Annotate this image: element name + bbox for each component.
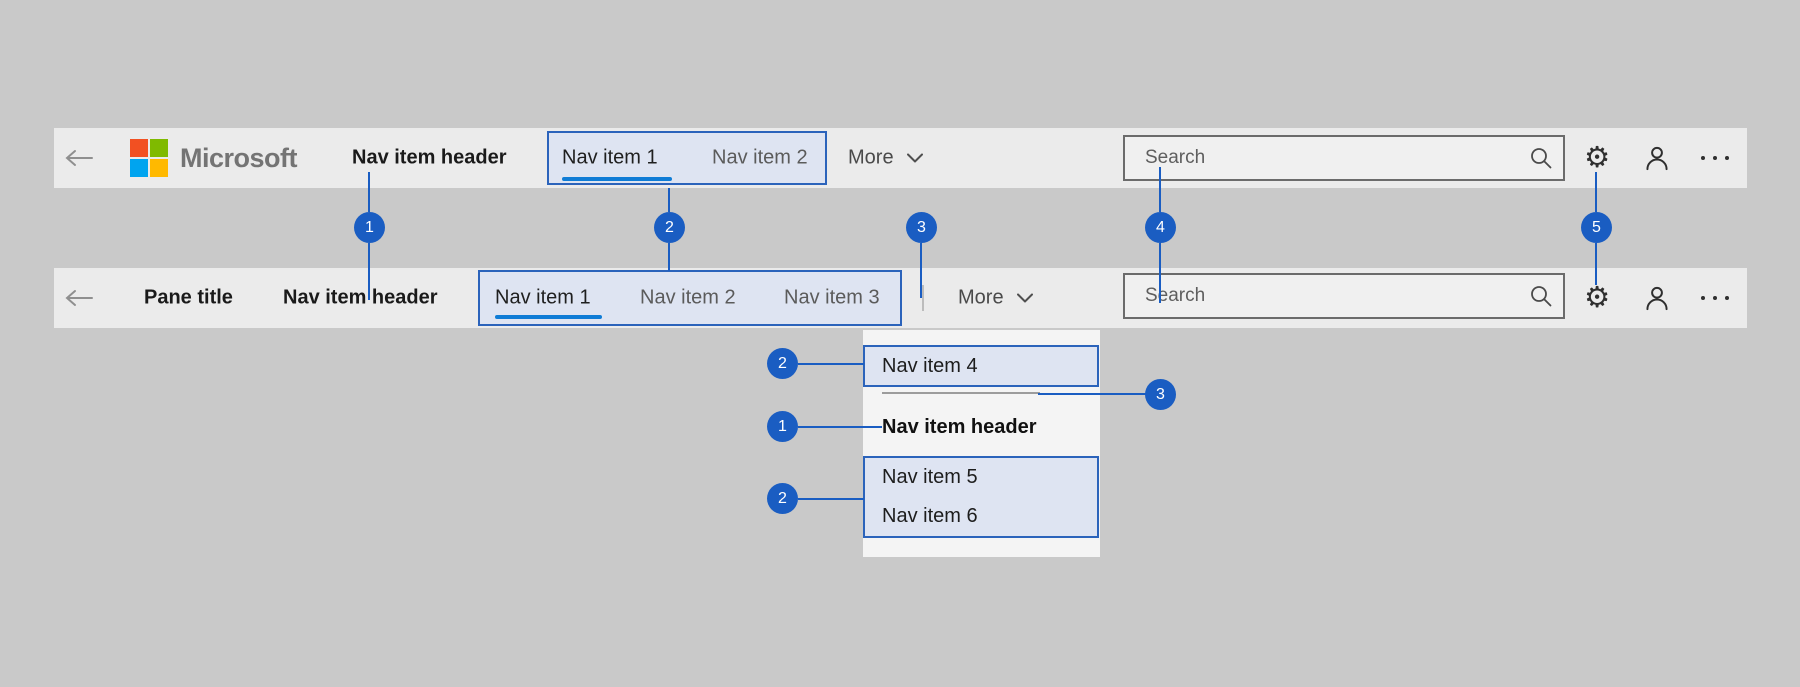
pane-more-menu[interactable]: More	[958, 287, 1033, 310]
dropdown-item-label: Nav item 5	[882, 466, 978, 488]
callout-line-2a	[798, 363, 864, 365]
pane-search-input[interactable]	[1125, 275, 1563, 317]
dropdown-item-label: Nav item 6	[882, 505, 978, 527]
pane-title: Pane title	[144, 286, 233, 309]
search-icon[interactable]	[1529, 284, 1553, 308]
callout-line-2b	[798, 498, 864, 500]
account-button[interactable]	[1641, 141, 1673, 175]
callout-badge-4: 4	[1145, 212, 1176, 243]
callout-line-2-up	[668, 188, 670, 212]
selected-indicator	[495, 315, 602, 319]
dropdown-nav-items-group: Nav item 5 Nav item 6	[863, 456, 1099, 538]
overflow-button[interactable]	[1699, 141, 1731, 175]
pane-nav-item-1[interactable]: Nav item 1	[495, 286, 591, 309]
pane-nav-item-3[interactable]: Nav item 3	[784, 286, 880, 309]
microsoft-logo[interactable]: Microsoft	[130, 139, 298, 177]
ellipsis-icon	[1701, 296, 1729, 300]
callout-line-1-down	[368, 243, 370, 300]
top-command-bar: Microsoft Nav item header Nav item 1 Nav…	[54, 128, 1747, 188]
callout-badge-5: 5	[1581, 212, 1612, 243]
callout-badge-2a: 2	[767, 348, 798, 379]
callout-line-4-down	[1159, 243, 1161, 303]
callout-badge-3b: 3	[1145, 379, 1176, 410]
pane-nav-item-header: Nav item header	[283, 286, 438, 309]
callout-badge-2b: 2	[767, 483, 798, 514]
top-nav-items-group: Nav item 1 Nav item 2	[547, 131, 827, 185]
callout-line-1b	[798, 426, 882, 428]
pane-command-bar: Pane title Nav item header Nav item 1 Na…	[54, 268, 1747, 328]
dropdown-separator	[882, 392, 1040, 394]
dropdown-nav-item-4[interactable]: Nav item 4	[863, 345, 1099, 387]
callout-line-2-down	[668, 243, 670, 271]
callout-line-5-down	[1595, 243, 1597, 285]
pane-search-box	[1123, 273, 1565, 319]
dropdown-nav-item-5[interactable]: Nav item 5	[865, 458, 1097, 497]
top-nav-item-2[interactable]: Nav item 2	[712, 146, 808, 169]
callout-badge-1b: 1	[767, 411, 798, 442]
search-icon[interactable]	[1529, 146, 1553, 170]
person-icon	[1646, 286, 1668, 311]
callout-badge-2: 2	[654, 212, 685, 243]
more-label: More	[958, 286, 1004, 309]
more-dropdown-panel: Nav item 4 Nav item header Nav item 5 Na…	[863, 330, 1100, 557]
ellipsis-icon	[1701, 156, 1729, 160]
chevron-down-icon	[906, 153, 923, 163]
microsoft-wordmark: Microsoft	[180, 142, 298, 173]
callout-line-3-down	[920, 243, 922, 298]
gear-icon: ⚙	[1584, 281, 1610, 314]
more-label: More	[848, 146, 894, 169]
dropdown-nav-item-6[interactable]: Nav item 6	[865, 497, 1097, 536]
pane-nav-item-2[interactable]: Nav item 2	[640, 286, 736, 309]
person-icon	[1646, 146, 1668, 171]
chevron-down-icon	[1016, 293, 1033, 303]
dropdown-item-label: Nav item 4	[882, 354, 978, 377]
back-arrow-icon[interactable]	[64, 149, 94, 167]
callout-line-4-up	[1159, 167, 1161, 212]
top-nav-item-header: Nav item header	[352, 146, 507, 169]
gear-icon: ⚙	[1584, 141, 1610, 174]
settings-button[interactable]: ⚙	[1581, 281, 1613, 315]
dropdown-nav-item-header: Nav item header	[882, 416, 1037, 438]
top-nav-item-1[interactable]: Nav item 1	[562, 146, 658, 169]
pane-nav-items-group: Nav item 1 Nav item 2 Nav item 3	[478, 270, 902, 326]
callout-line-1-up	[368, 172, 370, 212]
callout-badge-1: 1	[354, 212, 385, 243]
microsoft-logo-icon	[130, 139, 168, 177]
top-search-input[interactable]	[1125, 137, 1563, 179]
settings-button[interactable]: ⚙	[1581, 141, 1613, 175]
top-search-box	[1123, 135, 1565, 181]
overflow-button[interactable]	[1699, 281, 1731, 315]
account-button[interactable]	[1641, 281, 1673, 315]
top-more-menu[interactable]: More	[848, 147, 923, 170]
selected-indicator	[562, 177, 672, 181]
nav-more-divider	[922, 285, 924, 311]
callout-line-5-up	[1595, 172, 1597, 212]
callout-badge-3: 3	[906, 212, 937, 243]
back-arrow-icon[interactable]	[64, 289, 94, 307]
callout-line-3b	[1038, 393, 1146, 395]
